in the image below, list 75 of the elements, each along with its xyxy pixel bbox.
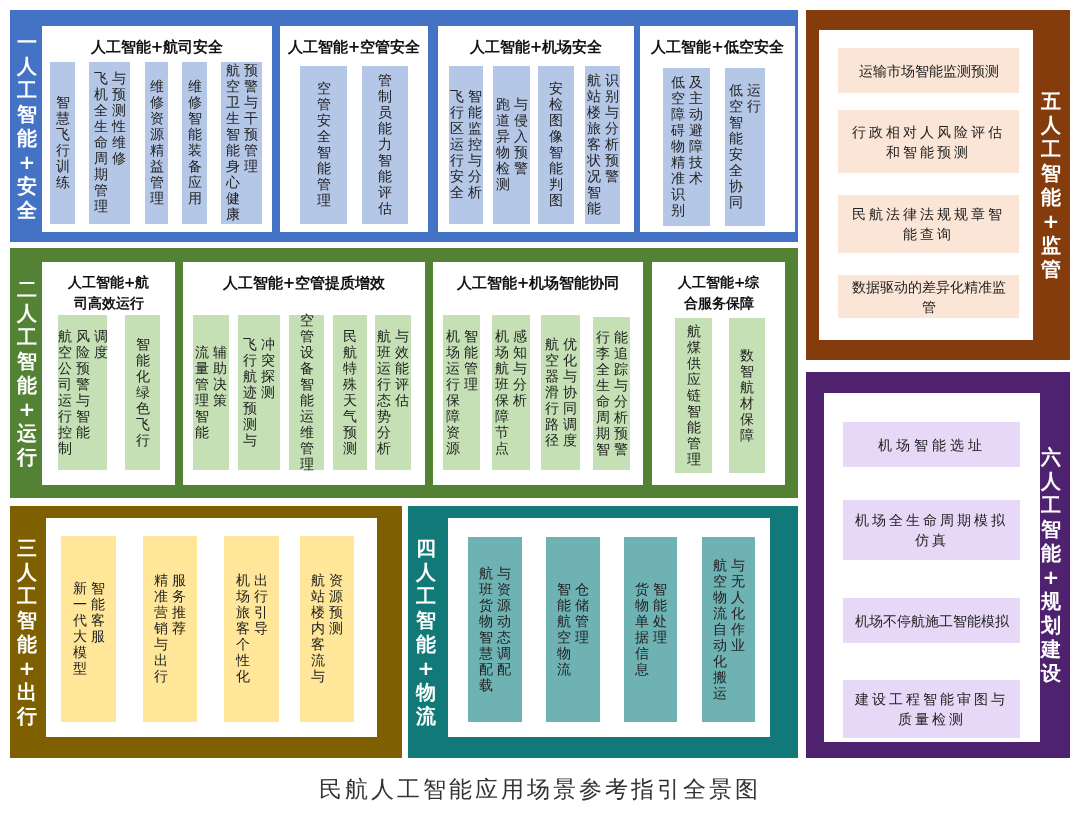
panel-heading: 人工智能+空管安全	[287, 37, 421, 58]
band-title: 三人工智能+出行	[17, 536, 37, 728]
panel-heading: 人工智能+空管提质增效	[222, 273, 386, 294]
panel-heading: 人工智能+机场智能协同	[456, 273, 620, 294]
scenario-box: 飞机全生命周期管理与预测性维修	[89, 62, 130, 224]
band-title: 一人工智能+安全	[17, 30, 37, 222]
band-title: 六人工智能+规划建设	[1041, 445, 1061, 685]
category-panel	[183, 262, 425, 485]
category-panel	[433, 262, 643, 485]
scenario-box: 货物单据信息智能处理	[624, 537, 677, 722]
band-title: 四人工智能+物流	[416, 536, 436, 728]
scenario-box: 智能航空物流仓储管理	[546, 537, 600, 722]
category-band	[10, 506, 402, 758]
category-panel	[824, 393, 1040, 742]
category-panel	[42, 26, 272, 232]
panel-heading: 人工智能+机场安全	[469, 37, 603, 58]
panel-heading: 人工智能+航司安全	[90, 37, 224, 58]
scenario-box: 数据驱动的差异化精准监管	[838, 275, 1019, 318]
scenario-box: 民航特殊天气预测	[333, 315, 367, 470]
scenario-box: 机场不停航施工智能模拟	[843, 598, 1020, 643]
scenario-box: 机场智能选址	[843, 422, 1020, 467]
scenario-box: 航空物流自动化搬运与无人化作业	[702, 537, 755, 722]
scenario-box: 流量管理智能辅助决策	[193, 315, 229, 470]
scenario-box: 运输市场智能监测预测	[838, 48, 1019, 93]
scenario-box: 航煤供应链智能管理	[675, 318, 712, 473]
scenario-box: 航班运行态势分析与效能评估	[375, 315, 411, 470]
scenario-box: 低空障碍物精准识别及主动避障技术	[663, 68, 710, 226]
scenario-box: 航站楼旅客状况智能识别与分析预警	[585, 66, 620, 224]
category-panel	[280, 26, 428, 232]
category-band	[806, 372, 1070, 758]
category-panel	[42, 262, 175, 485]
scenario-box: 民航法律法规规章智能查询	[838, 195, 1019, 253]
caption: 民航人工智能应用场景参考指引全景图	[319, 775, 761, 804]
category-band	[806, 10, 1070, 360]
scenario-box: 行政相对人风险评估和智能预测	[838, 110, 1019, 173]
band-title: 五人工智能+监管	[1041, 89, 1061, 281]
scenario-box: 维修资源精益管理	[145, 62, 168, 224]
category-panel	[448, 518, 770, 737]
category-panel	[438, 26, 634, 232]
scenario-box: 航站楼内客流与资源预测	[300, 536, 354, 722]
category-panel	[46, 518, 377, 737]
scenario-box: 安检图像智能判图	[538, 66, 574, 224]
scenario-box: 管制员能力智能评估	[362, 66, 408, 224]
scenario-box: 机场旅客个性化出行引导	[224, 536, 279, 722]
category-panel	[652, 262, 785, 485]
panel-heading: 人工智能+航司高效运行	[66, 273, 151, 313]
scenario-box: 航班货物智慧配载与资源动态调配	[468, 537, 522, 722]
scenario-box: 飞行区运行安全智能监控与分析	[449, 66, 483, 224]
scenario-box: 空管设备智能运维管理	[289, 315, 324, 470]
category-band	[408, 506, 798, 758]
band-title: 二人工智能+运行	[17, 277, 37, 469]
scenario-box: 航空卫生智能身心健康预警与干预管理	[221, 62, 262, 224]
scenario-box: 空管安全智能管理	[300, 66, 347, 224]
scenario-box: 航空器滑行路径优化与协同调度	[541, 315, 580, 470]
scenario-box: 机场运行保障资源智能管理	[443, 315, 480, 470]
category-panel	[640, 26, 795, 232]
scenario-box: 航空公司运行控制风险预警与智能调度	[58, 315, 107, 470]
panel-heading: 人工智能+低空安全	[651, 37, 784, 58]
panel-heading: 人工智能+综合服务保障	[676, 273, 761, 313]
category-panel	[819, 30, 1033, 340]
scenario-box: 精准营销与出行服务推荐	[143, 536, 197, 722]
scenario-box: 飞行航迹预测与冲突探测	[238, 315, 280, 470]
scenario-box: 新一代大模型智能客服	[61, 536, 116, 722]
scenario-box: 数智航材保障	[729, 318, 765, 473]
category-band	[10, 248, 798, 498]
scenario-box: 智慧飞行训练	[50, 62, 75, 224]
scenario-box: 机场全生命周期模拟仿真	[843, 500, 1020, 560]
scenario-box: 建设工程智能审图与质量检测	[843, 680, 1020, 738]
scenario-box: 低空智能安全协同运行	[725, 68, 765, 226]
scenario-box: 维修智能装备应用	[182, 62, 207, 224]
scenario-box: 跑道异物检测与侵入预警	[493, 66, 530, 224]
scenario-box: 机场航班保障节点感知与分析	[492, 315, 530, 470]
category-band	[10, 10, 798, 242]
scenario-box: 智能化绿色飞行	[125, 315, 160, 470]
scenario-box: 行李全生命周期智能追踪与分析预警	[593, 317, 630, 470]
